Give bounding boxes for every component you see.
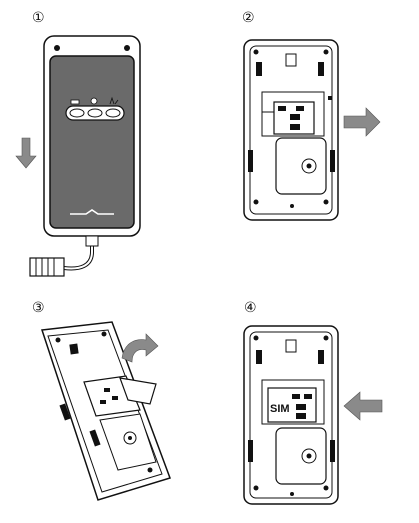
step-1-number: ① (32, 10, 45, 26)
sim-label: SIM (270, 403, 290, 415)
curved-arrow-icon (121, 333, 159, 363)
step-2-number: ② (242, 10, 255, 26)
rail (256, 62, 262, 76)
left-arrow-icon (343, 391, 383, 421)
step-2-panel: ② (242, 10, 381, 221)
step-4-panel: ④ SIM (243, 300, 383, 505)
led-lens (105, 108, 121, 118)
screw-hole (124, 45, 130, 51)
led-lens (87, 108, 103, 118)
led-lens (69, 108, 85, 118)
power-led-icon (70, 99, 80, 105)
connector (29, 257, 65, 277)
screw-hole (323, 199, 329, 205)
screw-hole (253, 199, 259, 205)
rail (330, 150, 335, 172)
step-1-panel: ① (15, 10, 141, 277)
right-arrow-icon (343, 107, 381, 137)
step-3-number: ③ (32, 300, 45, 316)
battery-block (275, 427, 327, 485)
screw-hole (253, 49, 259, 55)
sim-cover-lifted (119, 377, 157, 405)
gps-led-icon (90, 97, 98, 105)
step-3-panel: ③ (32, 300, 171, 501)
gsm-led-icon (109, 96, 119, 105)
screw-hole (323, 49, 329, 55)
battery-block (275, 137, 327, 195)
board-area (261, 91, 325, 137)
top-clip (285, 53, 297, 67)
cover-slot (70, 209, 114, 215)
rail (248, 150, 253, 172)
rail (318, 62, 324, 76)
step-4-number: ④ (244, 300, 257, 316)
cable-strain-relief (85, 235, 99, 247)
sim-holder (267, 387, 317, 423)
device-cover (49, 55, 135, 229)
down-arrow-icon (15, 137, 37, 169)
screw-hole (54, 45, 60, 51)
